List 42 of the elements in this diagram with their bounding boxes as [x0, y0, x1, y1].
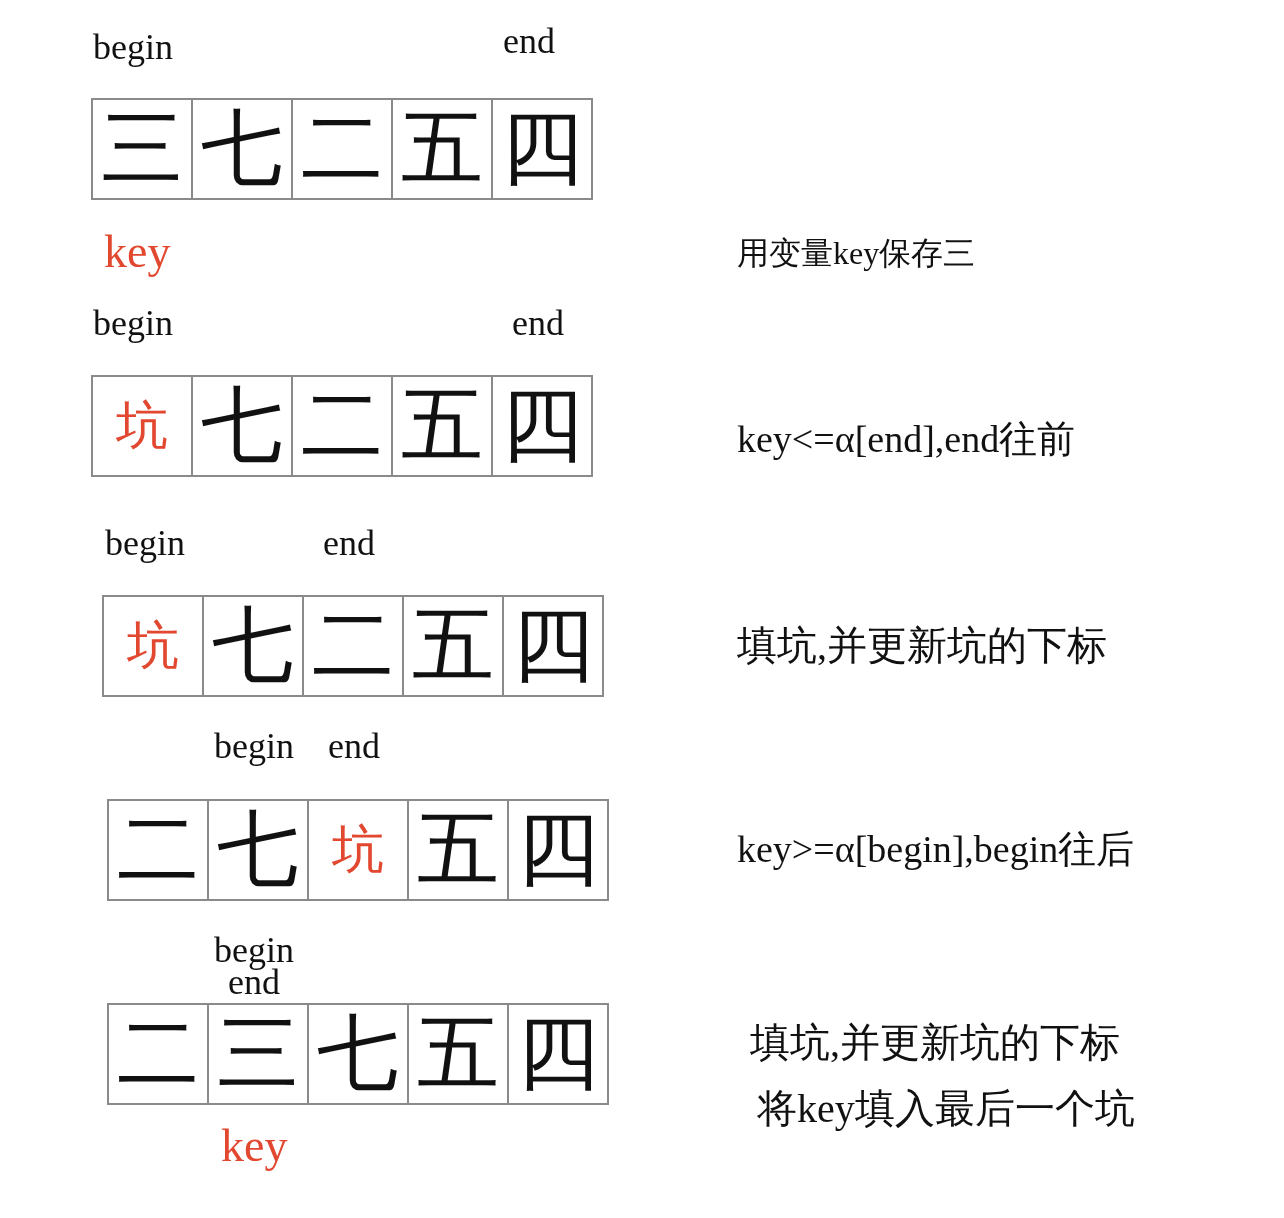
pointer-label: end [503, 23, 555, 59]
array-cell: 五 [391, 375, 493, 477]
array-cell: 二 [107, 799, 209, 901]
array-cell: 七 [207, 799, 309, 901]
array-cell: 二 [107, 1003, 209, 1105]
step-description: 用变量key保存三 [737, 237, 976, 269]
array-cell: 五 [407, 799, 509, 901]
array-cell: 坑 [102, 595, 204, 697]
array-cell: 七 [202, 595, 304, 697]
array-cell: 五 [391, 98, 493, 200]
array-cell: 四 [507, 799, 609, 901]
array-cell: 二 [291, 375, 393, 477]
pointer-label: begin [93, 29, 173, 65]
step-description: 填坑,并更新坑的下标 [750, 1023, 1120, 1063]
pointer-label: end [323, 525, 375, 561]
step-description: key<=α[end],end往前 [737, 420, 1076, 458]
pointer-label: end [512, 305, 564, 341]
step-description: key>=α[begin],begin往后 [737, 830, 1135, 868]
array-cell: 三 [91, 98, 193, 200]
pointer-label: begin [214, 728, 294, 764]
array-cell: 七 [307, 1003, 409, 1105]
array-cell: 五 [407, 1003, 509, 1105]
array-cell: 五 [402, 595, 504, 697]
step-description: 将key填入最后一个坑 [757, 1089, 1135, 1129]
array-cell: 二 [291, 98, 393, 200]
array-cell: 四 [491, 375, 593, 477]
array-cell: 二 [302, 595, 404, 697]
array-cell: 四 [507, 1003, 609, 1105]
array-cell: 四 [491, 98, 593, 200]
step-description: 填坑,并更新坑的下标 [737, 626, 1107, 666]
pointer-label: begin [105, 525, 185, 561]
array-cell: 坑 [307, 799, 409, 901]
array-cell: 七 [191, 375, 293, 477]
pointer-label: begin [93, 305, 173, 341]
variable-label: key [104, 229, 171, 275]
pointer-label: end [328, 728, 380, 764]
pointer-label: begin [214, 932, 294, 968]
variable-label: key [221, 1123, 288, 1169]
array-cell: 坑 [91, 375, 193, 477]
array-cell: 三 [207, 1003, 309, 1105]
array-cell: 七 [191, 98, 293, 200]
array-cell: 四 [502, 595, 604, 697]
